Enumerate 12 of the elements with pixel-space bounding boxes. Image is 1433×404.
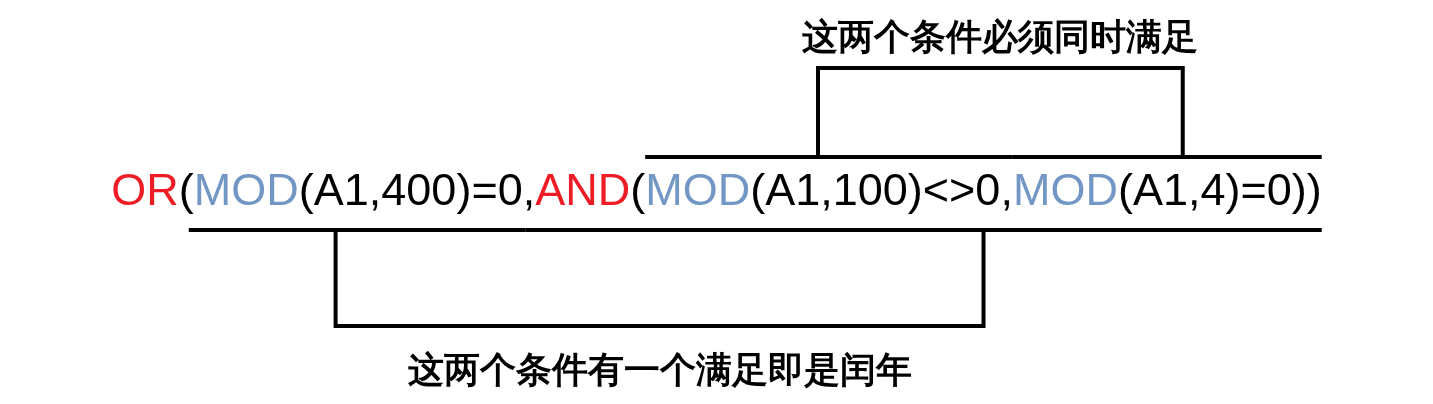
function-name: AND bbox=[535, 163, 631, 217]
annotation-text: 这两个条件必须同时满足 bbox=[802, 15, 1199, 59]
annotation-text: 这两个条件有一个满足即是闰年 bbox=[407, 348, 912, 392]
function-name: MOD bbox=[645, 163, 751, 217]
formula-text: (A1,400)=0, bbox=[298, 163, 536, 217]
function-name: MOD bbox=[1012, 163, 1118, 217]
formula-text: (A1,4)=0)) bbox=[1117, 163, 1322, 217]
formula-text: ( bbox=[178, 163, 194, 217]
function-name: OR bbox=[111, 163, 179, 217]
formula-text: (A1,100)<>0, bbox=[750, 163, 1013, 217]
formula-text: ( bbox=[630, 163, 646, 217]
function-name: MOD bbox=[193, 163, 299, 217]
